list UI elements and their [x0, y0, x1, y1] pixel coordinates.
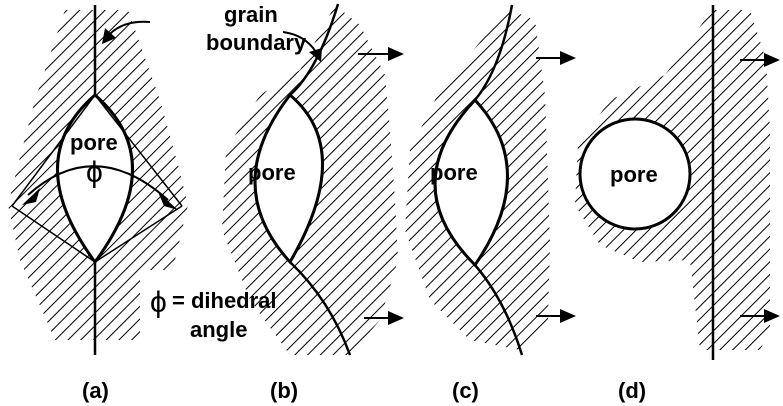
panel-b-label: (b) — [270, 378, 298, 403]
panel-c-motion-arrowhead-bottom — [560, 309, 576, 323]
panel-d-pore-label: pore — [610, 162, 658, 187]
panel-c-label: (c) — [452, 378, 479, 403]
panel-d-motion-arrowhead-bottom — [764, 309, 780, 323]
panel-d-label: (d) — [618, 378, 646, 403]
panel-b-motion-arrowhead-bottom — [388, 311, 404, 325]
panel-b-pore-label: pore — [248, 160, 296, 185]
panel-b-motion-arrowhead-top — [388, 47, 404, 61]
grain-boundary-label-line1: grain — [224, 2, 278, 27]
panel-c-motion-arrowhead-top — [560, 51, 576, 65]
panel-c: pore (c) — [405, 5, 576, 403]
panel-a-pore-label: pore — [70, 130, 118, 155]
dihedral-label-line2: angle — [190, 317, 247, 342]
panel-c-pore-label: pore — [430, 160, 478, 185]
phi-symbol-arc: ϕ — [86, 156, 103, 189]
phi-symbol-legend: ϕ — [150, 286, 167, 319]
panel-d-motion-arrowhead-top — [764, 53, 780, 67]
panel-d: pore (d) — [575, 5, 780, 403]
panel-a-label: (a) — [82, 378, 109, 403]
